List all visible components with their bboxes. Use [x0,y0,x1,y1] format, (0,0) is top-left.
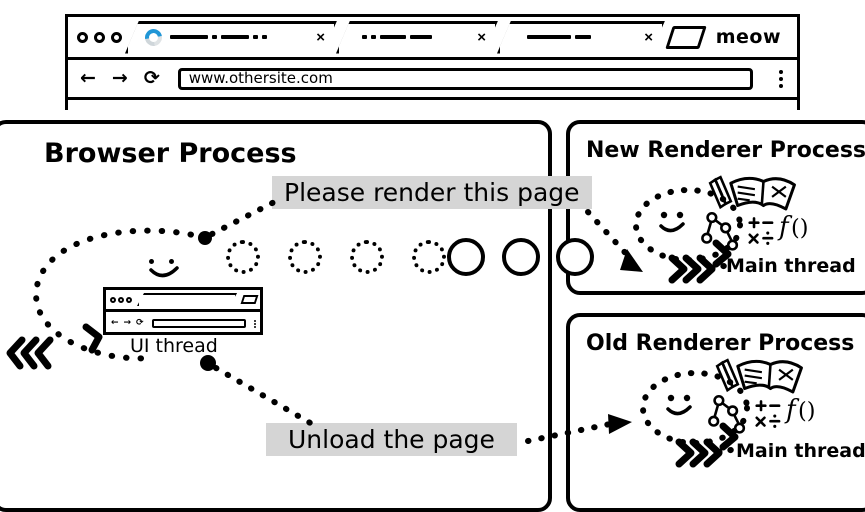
back-icon[interactable]: ← [80,67,96,89]
ipc-circle-solid-1 [447,238,485,276]
new-renderer-process-title: New Renderer Process [586,138,865,163]
address-bar-value: www.othersite.com [188,69,333,87]
mini-tab [137,293,237,306]
tab-title-placeholder [527,35,636,39]
brand-label: meow [715,26,781,48]
browser-window: × × × [65,14,800,113]
mini-forward-icon: → [123,318,132,328]
new-renderer-main-thread-label: Main thread [726,255,856,277]
tab-close-icon[interactable]: × [644,28,653,46]
tab-close-icon[interactable]: × [316,28,325,46]
loading-spinner-icon [141,25,166,49]
ipc-circle-solid-2 [502,238,540,276]
window-controls [68,31,126,43]
mini-menu-icon [254,319,256,328]
mini-browser-window-icon: ← → ⟳ [103,287,263,335]
forward-icon[interactable]: → [111,67,128,89]
mini-back-icon: ← [111,318,119,328]
browser-process-title: Browser Process [44,138,297,169]
ui-thread-label: UI thread [130,335,218,357]
mini-address-bar [151,319,246,328]
tab-close-icon[interactable]: × [477,28,486,46]
ipc-circle-dotted-4 [412,240,446,274]
ipc-circle-dotted-2 [288,240,322,274]
mini-reload-icon: ⟳ [136,318,144,328]
smiley-face-icon [143,255,191,283]
mini-tabstrip [106,290,260,312]
message-render-page: Please render this page [272,176,592,209]
window-control-dot-2[interactable] [94,31,105,43]
browser-toolbar: ← → ⟳ www.othersite.com [68,60,797,100]
page-viewport [68,100,797,113]
tab-strip: × × × [68,17,797,60]
reload-icon[interactable]: ⟳ [143,67,160,89]
window-control-dot-3[interactable] [111,31,122,43]
mini-new-tab-icon [240,295,259,304]
address-bar[interactable]: www.othersite.com [177,67,753,90]
new-tab-button[interactable] [665,25,707,49]
ipc-circle-solid-3 [556,238,594,276]
ipc-circle-dotted-3 [350,240,384,274]
mini-toolbar: ← → ⟳ [106,312,260,335]
tab-title-placeholder [362,35,469,39]
tab-inactive-1[interactable]: × [336,21,498,54]
message-unload-page: Unload the page [266,423,517,456]
menu-icon[interactable] [779,69,787,88]
tab-title-placeholder [170,35,308,39]
window-control-dot-1[interactable] [77,31,88,43]
tab-active-loading[interactable]: × [125,21,337,54]
tab-inactive-2[interactable]: × [497,21,665,54]
ipc-circle-dotted-1 [226,240,260,274]
old-renderer-process-title: Old Renderer Process [586,331,855,356]
old-renderer-main-thread-label: Main thread [736,440,865,462]
